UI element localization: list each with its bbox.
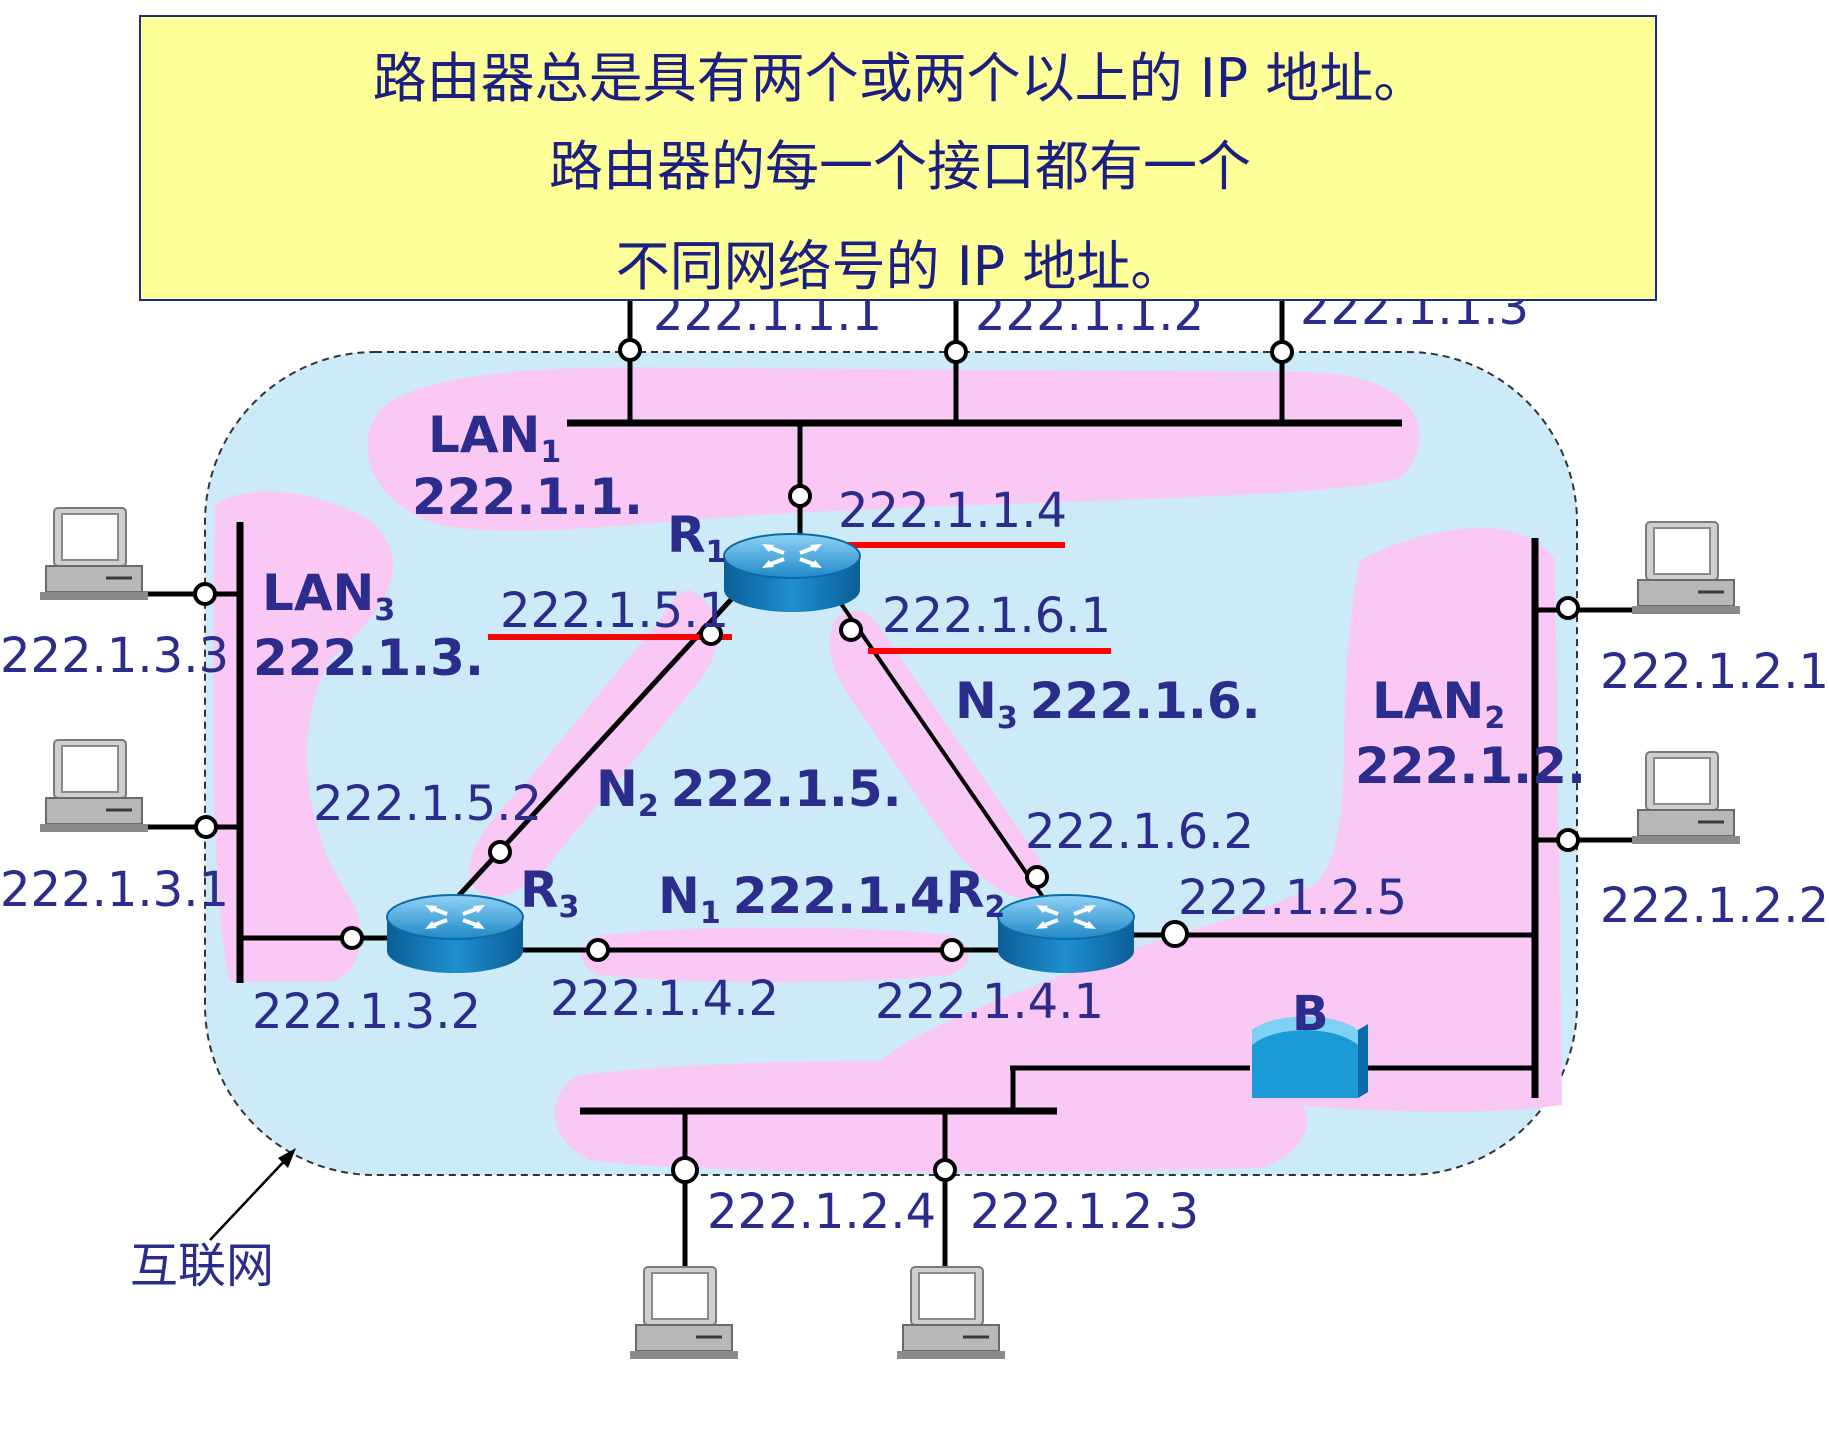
note-line-3: 不同网络号的 IP 地址。 (615, 235, 1185, 298)
n1-zone (581, 927, 969, 983)
lan2-zone (860, 528, 1562, 1112)
lan3-zone (213, 491, 393, 983)
iface-222-1-2-1 (1556, 596, 1580, 620)
note-box (139, 15, 1657, 301)
network-labels: LAN1 222.1.1. LAN3 222.1.3. LAN2 222.1.2… (253, 406, 1586, 1042)
router-r1[interactable] (722, 532, 862, 614)
iface-222-1-1-2 (944, 340, 968, 364)
addr-222-1-3-2: 222.1.3.2 (252, 984, 481, 1040)
note-line-1: 路由器总是具有两个或两个以上的 IP 地址。 (372, 47, 1428, 110)
addr-222-1-2-3: 222.1.2.3 (970, 1184, 1199, 1240)
cables (143, 296, 1632, 1275)
iface-222-1-6-2 (1025, 865, 1049, 889)
iface-222-1-1-3 (1270, 340, 1294, 364)
iface-222-1-3-2 (340, 926, 364, 950)
addr-222-1-4-2: 222.1.4.2 (550, 971, 779, 1027)
addr-222-1-2-5: 222.1.2.5 (1178, 870, 1407, 926)
addr-222-1-2-2: 222.1.2.2 (1600, 878, 1829, 934)
lan3-name: LAN3 (262, 564, 395, 628)
iface-222-1-6-1 (839, 618, 863, 642)
iface-222-1-2-5 (1161, 920, 1189, 948)
iface-222-1-3-3 (193, 582, 217, 606)
iface-222-1-5-1 (699, 622, 723, 646)
router-r3[interactable] (385, 893, 525, 975)
addr-222-1-6-2: 222.1.6.2 (1025, 804, 1254, 860)
iface-222-1-2-4 (671, 1156, 699, 1184)
iface-222-1-1-1 (618, 338, 642, 362)
lan2-net: 222.1.2. (1355, 737, 1586, 795)
router-r2[interactable] (996, 893, 1136, 975)
lan2-name: LAN2 (1372, 672, 1505, 736)
iface-222-1-3-1 (194, 815, 218, 839)
iface-222-1-1-4 (788, 484, 812, 508)
host-pc-222-1-2-4[interactable] (628, 1265, 740, 1361)
lan1-net: 222.1.1. (412, 468, 643, 526)
host-pc-222-1-2-2[interactable] (1630, 750, 1742, 846)
lan1-name: LAN1 (428, 406, 561, 470)
iface-222-1-4-2 (586, 938, 610, 962)
bridge-b[interactable] (1252, 1016, 1368, 1099)
r1-label: R1 (667, 506, 726, 570)
r2-label: R2 (946, 861, 1005, 925)
host-pc-222-1-3-1[interactable] (38, 738, 150, 834)
n3-zone (829, 611, 1044, 899)
highlight-underlines (488, 542, 1111, 654)
note-line-2: 路由器的每一个接口都有一个 (549, 135, 1251, 198)
host-pc-222-1-3-3[interactable] (38, 506, 150, 602)
addr-222-1-6-1: 222.1.6.1 (882, 588, 1111, 644)
lan-bottom-zone (554, 1060, 1308, 1173)
addr-222-1-5-2: 222.1.5.2 (313, 776, 542, 832)
internet-label: 互联网 (130, 1238, 274, 1294)
host-pc-222-1-2-1[interactable] (1630, 520, 1742, 616)
address-labels: 222.1.1.1 222.1.1.2 222.1.1.3 222.1.1.4 … (0, 280, 1829, 1240)
bridge-label: B (1292, 986, 1329, 1042)
addr-222-1-3-1: 222.1.3.1 (0, 862, 229, 918)
lan3-net: 222.1.3. (253, 629, 484, 687)
host-pc-222-1-2-3[interactable] (895, 1265, 1007, 1361)
addr-222-1-5-1: 222.1.5.1 (500, 583, 729, 639)
interface-points (193, 338, 1580, 1184)
addr-222-1-3-3: 222.1.3.3 (0, 628, 229, 684)
addr-222-1-2-4: 222.1.2.4 (707, 1184, 936, 1240)
internet-pointer-arrow (209, 1148, 296, 1241)
r3-label: R3 (520, 861, 579, 925)
addr-222-1-2-1: 222.1.2.1 (1600, 644, 1829, 700)
addr-222-1-4-1: 222.1.4.1 (875, 974, 1104, 1030)
iface-222-1-2-2 (1556, 828, 1580, 852)
iface-222-1-5-2 (488, 840, 512, 864)
addr-222-1-1-4: 222.1.1.4 (838, 483, 1067, 539)
iface-222-1-4-1 (940, 938, 964, 962)
iface-222-1-2-3 (933, 1158, 957, 1182)
